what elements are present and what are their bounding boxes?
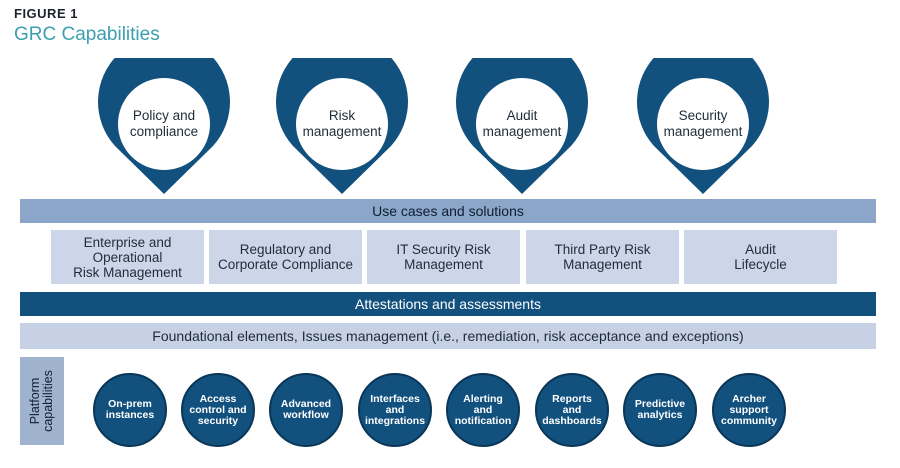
- map-pin-icon: [98, 58, 230, 194]
- figure-title: GRC Capabilities: [14, 24, 160, 45]
- capability-circle: Alerting and notification: [446, 373, 520, 447]
- use-case-box: Third Party Risk Management: [526, 230, 679, 284]
- use-cases-band: Use cases and solutions: [20, 199, 876, 223]
- pin-audit-management: Audit management: [456, 58, 588, 198]
- use-case-box: Audit Lifecycle: [684, 230, 837, 284]
- use-case-box: IT Security Risk Management: [367, 230, 520, 284]
- use-case-boxes: Enterprise and Operational Risk Manageme…: [51, 230, 841, 284]
- pin-label: Policy and compliance: [129, 108, 199, 139]
- platform-label-text: Platform capabilities: [28, 370, 55, 432]
- platform-capabilities-label: Platform capabilities: [20, 357, 64, 445]
- pin-label: Security management: [663, 108, 743, 139]
- capability-circle: Interfaces and integrations: [358, 373, 432, 447]
- capability-circle: Archer support community: [712, 373, 786, 447]
- capability-circle: On-prem instances: [93, 373, 167, 447]
- capability-circle: Access control and security: [181, 373, 255, 447]
- capability-circle: Predictive analytics: [623, 373, 697, 447]
- map-pin-icon: [456, 58, 588, 194]
- capability-pins: Policy and compliance Risk management Au…: [0, 0, 900, 200]
- pin-risk-management: Risk management: [276, 58, 408, 198]
- map-pin-icon: [637, 58, 769, 194]
- pin-security-management: Security management: [637, 58, 769, 198]
- capability-circle: Advanced workflow: [269, 373, 343, 447]
- pin-label: Risk management: [302, 108, 382, 139]
- figure-label: FIGURE 1: [14, 6, 78, 21]
- use-case-box: Regulatory and Corporate Compliance: [209, 230, 362, 284]
- foundational-band: Foundational elements, Issues management…: [20, 323, 876, 349]
- pin-label: Audit management: [482, 108, 562, 139]
- map-pin-icon: [276, 58, 408, 194]
- capability-circle: Reports and dashboards: [535, 373, 609, 447]
- use-case-box: Enterprise and Operational Risk Manageme…: [51, 230, 204, 284]
- pin-policy-compliance: Policy and compliance: [98, 58, 230, 198]
- attestations-band: Attestations and assessments: [20, 292, 876, 316]
